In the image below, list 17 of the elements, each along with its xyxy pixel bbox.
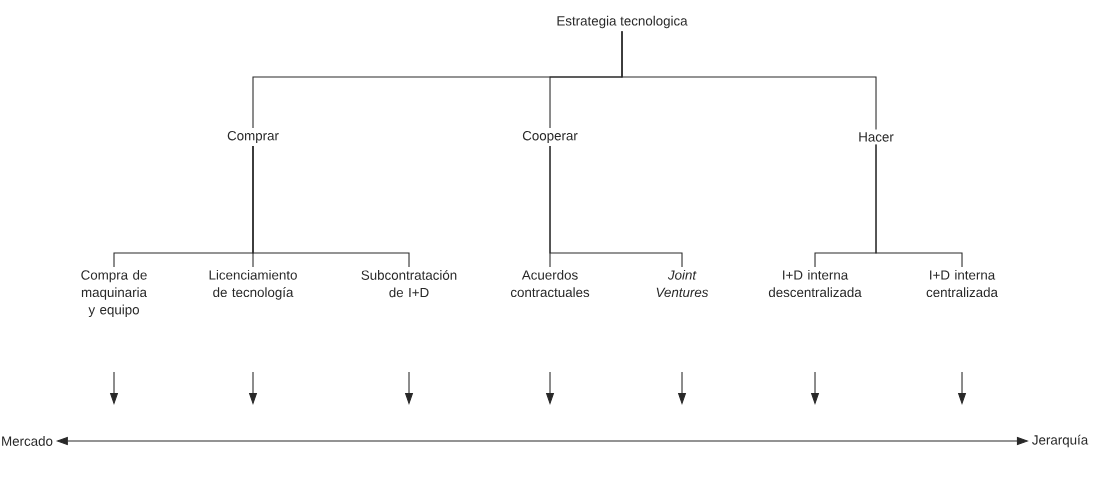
category-label: Cooperar [522, 130, 578, 144]
option-label: I+D interna descentralizada [768, 269, 862, 298]
option-label: Compra de maquinaria y equipo [81, 269, 147, 317]
category-label: Comprar [227, 130, 279, 144]
tree-connector [875, 144, 963, 268]
option-label: I+D interna centralizada [926, 269, 998, 298]
option-label: Joint Ventures [656, 269, 709, 298]
tree-connector [621, 30, 877, 130]
tree-connector [549, 145, 683, 268]
option-label: Licenciamiento de tecnología [209, 269, 297, 300]
root-label: Estrategia tecnologica [557, 15, 688, 29]
category-label: Hacer [859, 132, 894, 142]
scale-end-label: Jerarquía [1032, 434, 1089, 448]
scale-end-label: Mercado [2, 436, 53, 446]
option-label: Acuerdos contractuales [510, 269, 590, 298]
tree-connector [252, 145, 410, 268]
option-label: Subcontratación de I+D [361, 269, 457, 298]
